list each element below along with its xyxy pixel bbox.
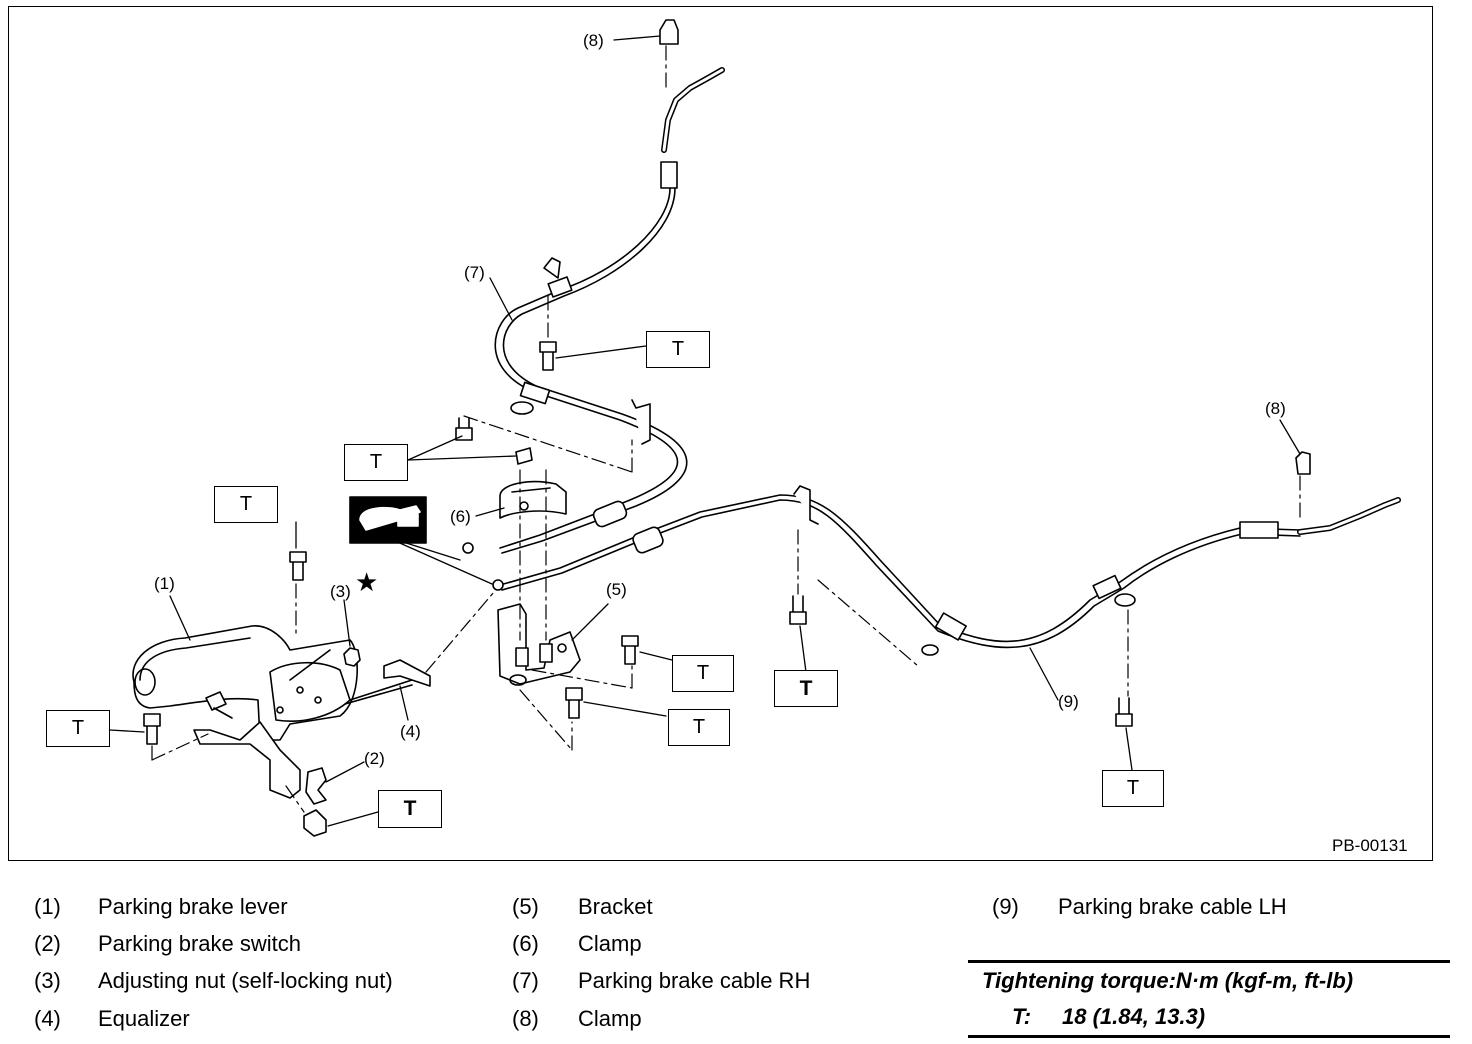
callout-3: (3) (330, 582, 351, 601)
torque-box: T (1102, 770, 1164, 807)
torque-value-row: T: 18 (1.84, 13.3) (1012, 1004, 1205, 1030)
legend-number: (9) (992, 894, 1019, 919)
callout-4: (4) (400, 722, 421, 741)
grease-icon (349, 496, 427, 544)
legend-label: Parking brake lever (98, 894, 288, 919)
parking-brake-lever-assembly (132, 625, 431, 805)
torque-box: T (646, 331, 710, 368)
exploded-view-drawing (109, 19, 1401, 837)
torque-value: 18 (1.84, 13.3) (1062, 1004, 1206, 1029)
bolt (515, 643, 553, 667)
legend-number: (4) (34, 1006, 61, 1031)
callout-7: (7) (464, 263, 485, 282)
bolt (515, 447, 533, 465)
bolt (455, 417, 473, 441)
bolt (1115, 697, 1133, 727)
legend-label: Parking brake cable LH (1058, 894, 1287, 919)
bolt (289, 551, 307, 581)
legend-label: Bracket (578, 894, 653, 919)
bolt (565, 687, 583, 719)
callout-8-top: (8) (583, 31, 604, 50)
legend-number: (3) (34, 968, 61, 993)
bolt (143, 713, 161, 745)
legend-number: (7) (512, 968, 539, 993)
legend-number: (8) (512, 1006, 539, 1031)
callout-2: (2) (364, 749, 385, 768)
callout-1: (1) (154, 574, 175, 593)
torque-box: T (344, 444, 408, 481)
legend-number: (2) (34, 931, 61, 956)
legend-label: Equalizer (98, 1006, 190, 1031)
legend-number: (1) (34, 894, 61, 919)
legend-label: Adjusting nut (self-locking nut) (98, 968, 393, 993)
torque-symbol: T: (1012, 1004, 1032, 1029)
torque-box: T (46, 710, 110, 747)
legend-number: (5) (512, 894, 539, 919)
torque-box: T (672, 655, 734, 692)
legend-label: Parking brake cable RH (578, 968, 811, 993)
torque-box: T (214, 486, 278, 523)
callout-6: (6) (450, 507, 471, 526)
legend-label: Parking brake switch (98, 931, 301, 956)
bolt (789, 595, 807, 625)
star-icon: ★ (355, 567, 379, 597)
torque-box: T (668, 709, 730, 746)
legend-label: Clamp (578, 931, 642, 956)
alignment-lines (151, 45, 1301, 813)
callout-8-right: (8) (1265, 399, 1286, 418)
top-rule (968, 960, 1450, 963)
legend-label: Clamp (578, 1006, 642, 1031)
bolt (205, 691, 233, 719)
callout-9: (9) (1058, 692, 1079, 711)
torque-box: T (774, 670, 838, 707)
bolt (539, 341, 557, 371)
bolt (621, 635, 639, 665)
figure-code: PB-00131 (1332, 836, 1408, 855)
adjusting-nut (343, 647, 361, 667)
legend-number: (6) (512, 931, 539, 956)
bolts (143, 341, 1133, 837)
parking-brake-cable-lh (492, 485, 1401, 656)
bolt (303, 809, 327, 837)
clamp-top (659, 19, 679, 45)
parking-brake-cable-rh (462, 67, 725, 554)
torque-box: T (378, 790, 442, 828)
torque-heading: Tightening torque:N·m (kgf-m, ft-lb) (982, 968, 1354, 993)
cable-clamp (499, 480, 567, 519)
bracket (497, 603, 581, 686)
bottom-rule (968, 1035, 1450, 1038)
clamp-right (1295, 451, 1311, 475)
callout-5: (5) (606, 580, 627, 599)
torque-specification: Tightening torque:N·m (kgf-m, ft-lb) T: 1… (968, 960, 1450, 1038)
